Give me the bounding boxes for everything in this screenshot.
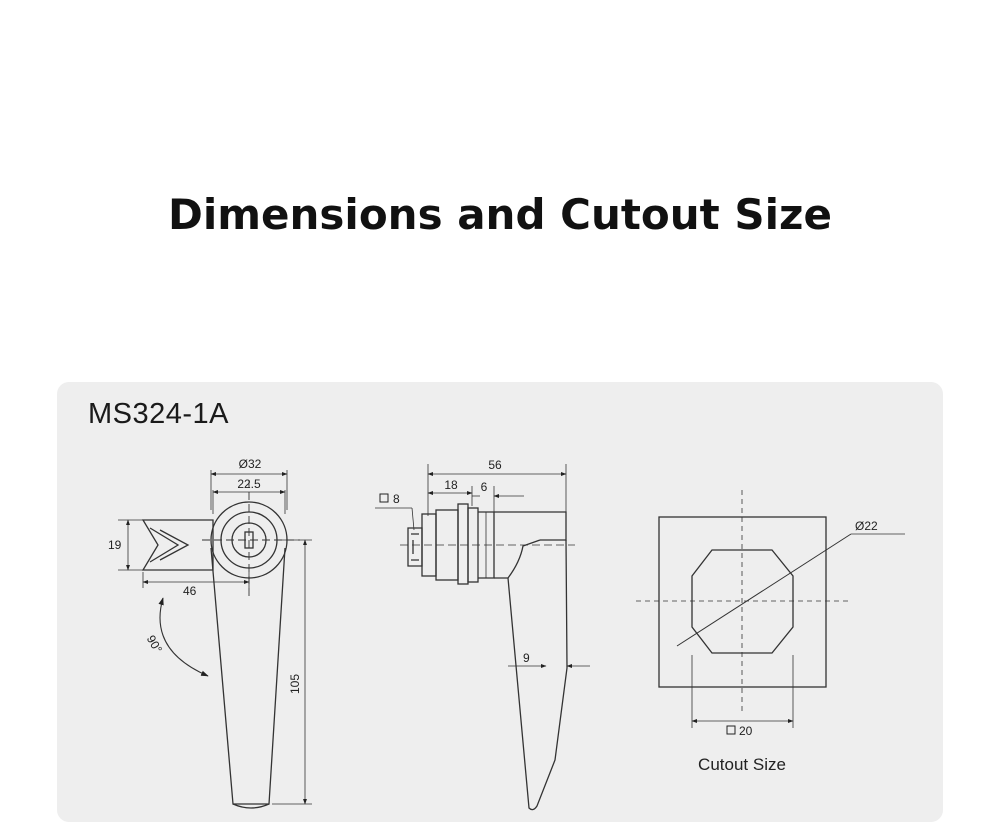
dim-bolt-height: 19 [108,538,122,552]
lever-side-profile [507,539,568,811]
dim-rotation: 90° [144,633,165,656]
dim-square-drive: 8 [393,492,400,506]
dim-handle-length: 105 [288,674,302,694]
cutout-size-label: Cutout Size [698,755,786,774]
dim-cutout-diameter: Ø22 [855,519,878,533]
cutout-view [636,490,905,728]
page-title: Dimensions and Cutout Size [168,190,832,239]
model-number: MS324-1A [88,398,230,430]
dim-outer-diameter: Ø32 [239,457,262,471]
side-view [375,464,590,811]
lever-handle [210,547,286,805]
dim-handle-thickness: 9 [523,651,530,665]
dim-cutout-square: 20 [739,724,753,738]
cutout-shape [691,549,794,654]
dim-inner-width: 22.5 [237,477,261,491]
rotation-arc-icon [158,597,209,677]
dim-side-body: 18 [444,478,458,492]
cutout-plate [658,516,827,688]
square-symbol-icon [726,725,736,735]
square-symbol-icon [379,493,389,503]
dim-side-step: 6 [481,480,488,494]
square-drive [407,527,423,567]
bolt [141,519,214,571]
front-view [118,470,312,809]
dim-side-total: 56 [488,458,502,472]
dim-bolt-length: 46 [183,584,197,598]
